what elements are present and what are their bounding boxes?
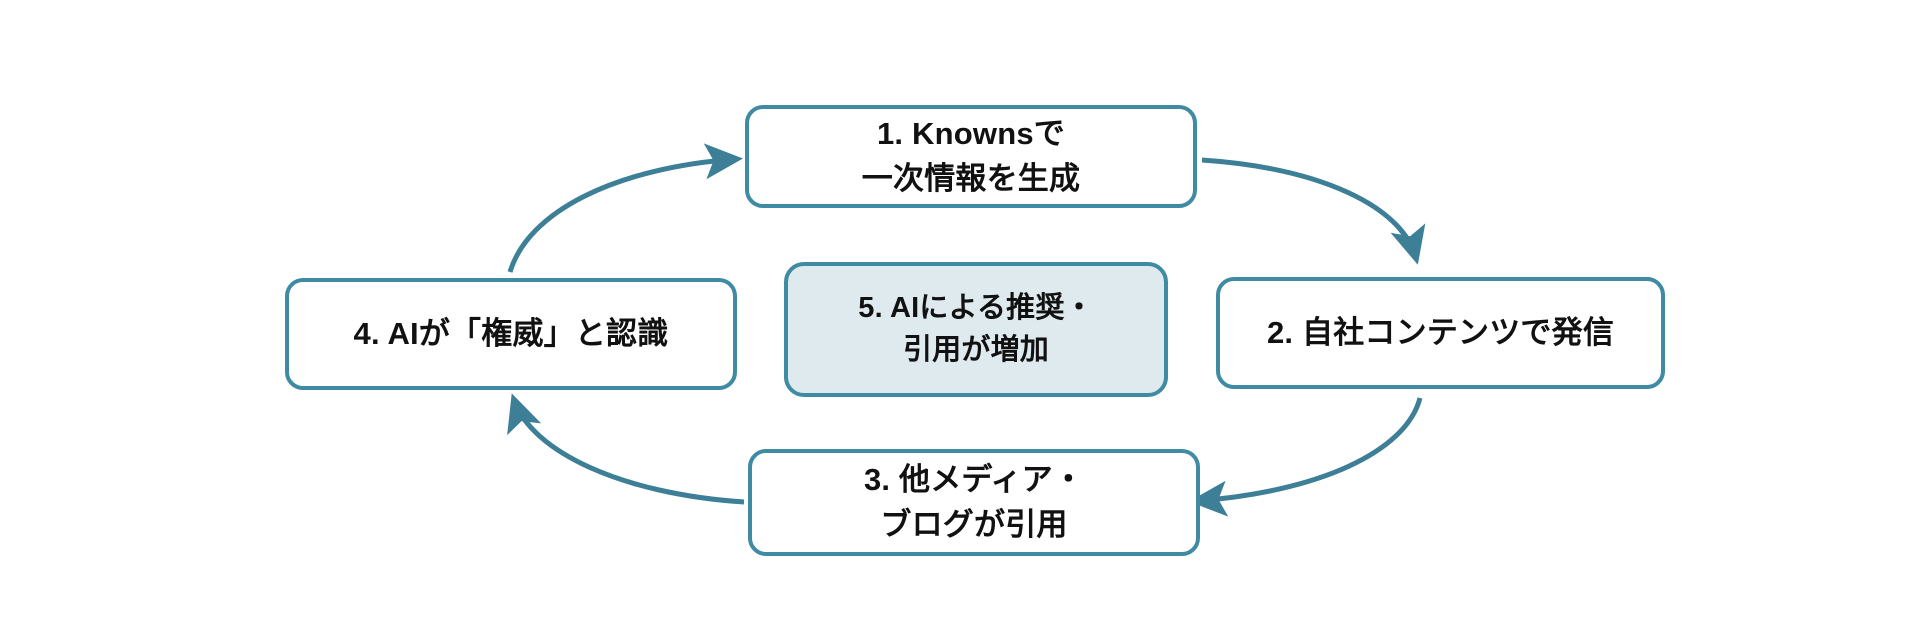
arrow-step2-to-step3 — [1189, 397, 1423, 517]
node-step-5-line-2: 引用が増加 — [902, 333, 1049, 366]
arrow-step1-to-step2 — [1201, 157, 1426, 265]
node-step-4[interactable]: 4. AIが「権威」と認識 — [285, 278, 737, 390]
arrow-step3-to-step4 — [507, 393, 745, 505]
node-step-3-line-1: 3. 他メディア・ — [863, 462, 1085, 498]
node-step-3-line-2: ブログが引用 — [880, 506, 1068, 542]
node-step-4-line-1: 4. AIが「権威」と認識 — [353, 315, 669, 351]
node-step-5-line-1: 5. AIによる推奨・ — [858, 292, 1094, 325]
node-step-5-highlighted[interactable]: 5. AIによる推奨・ 引用が増加 — [784, 262, 1168, 397]
node-step-3[interactable]: 3. 他メディア・ ブログが引用 — [748, 449, 1200, 556]
node-step-1-line-1: 1. Knownsで — [876, 116, 1065, 152]
arrow-step4-to-step1 — [507, 143, 743, 273]
node-step-1-line-2: 一次情報を生成 — [861, 160, 1081, 196]
node-step-2[interactable]: 2. 自社コンテンツで発信 — [1216, 277, 1665, 389]
node-step-1[interactable]: 1. Knownsで 一次情報を生成 — [745, 105, 1197, 208]
node-step-2-line-1: 2. 自社コンテンツで発信 — [1266, 314, 1615, 350]
